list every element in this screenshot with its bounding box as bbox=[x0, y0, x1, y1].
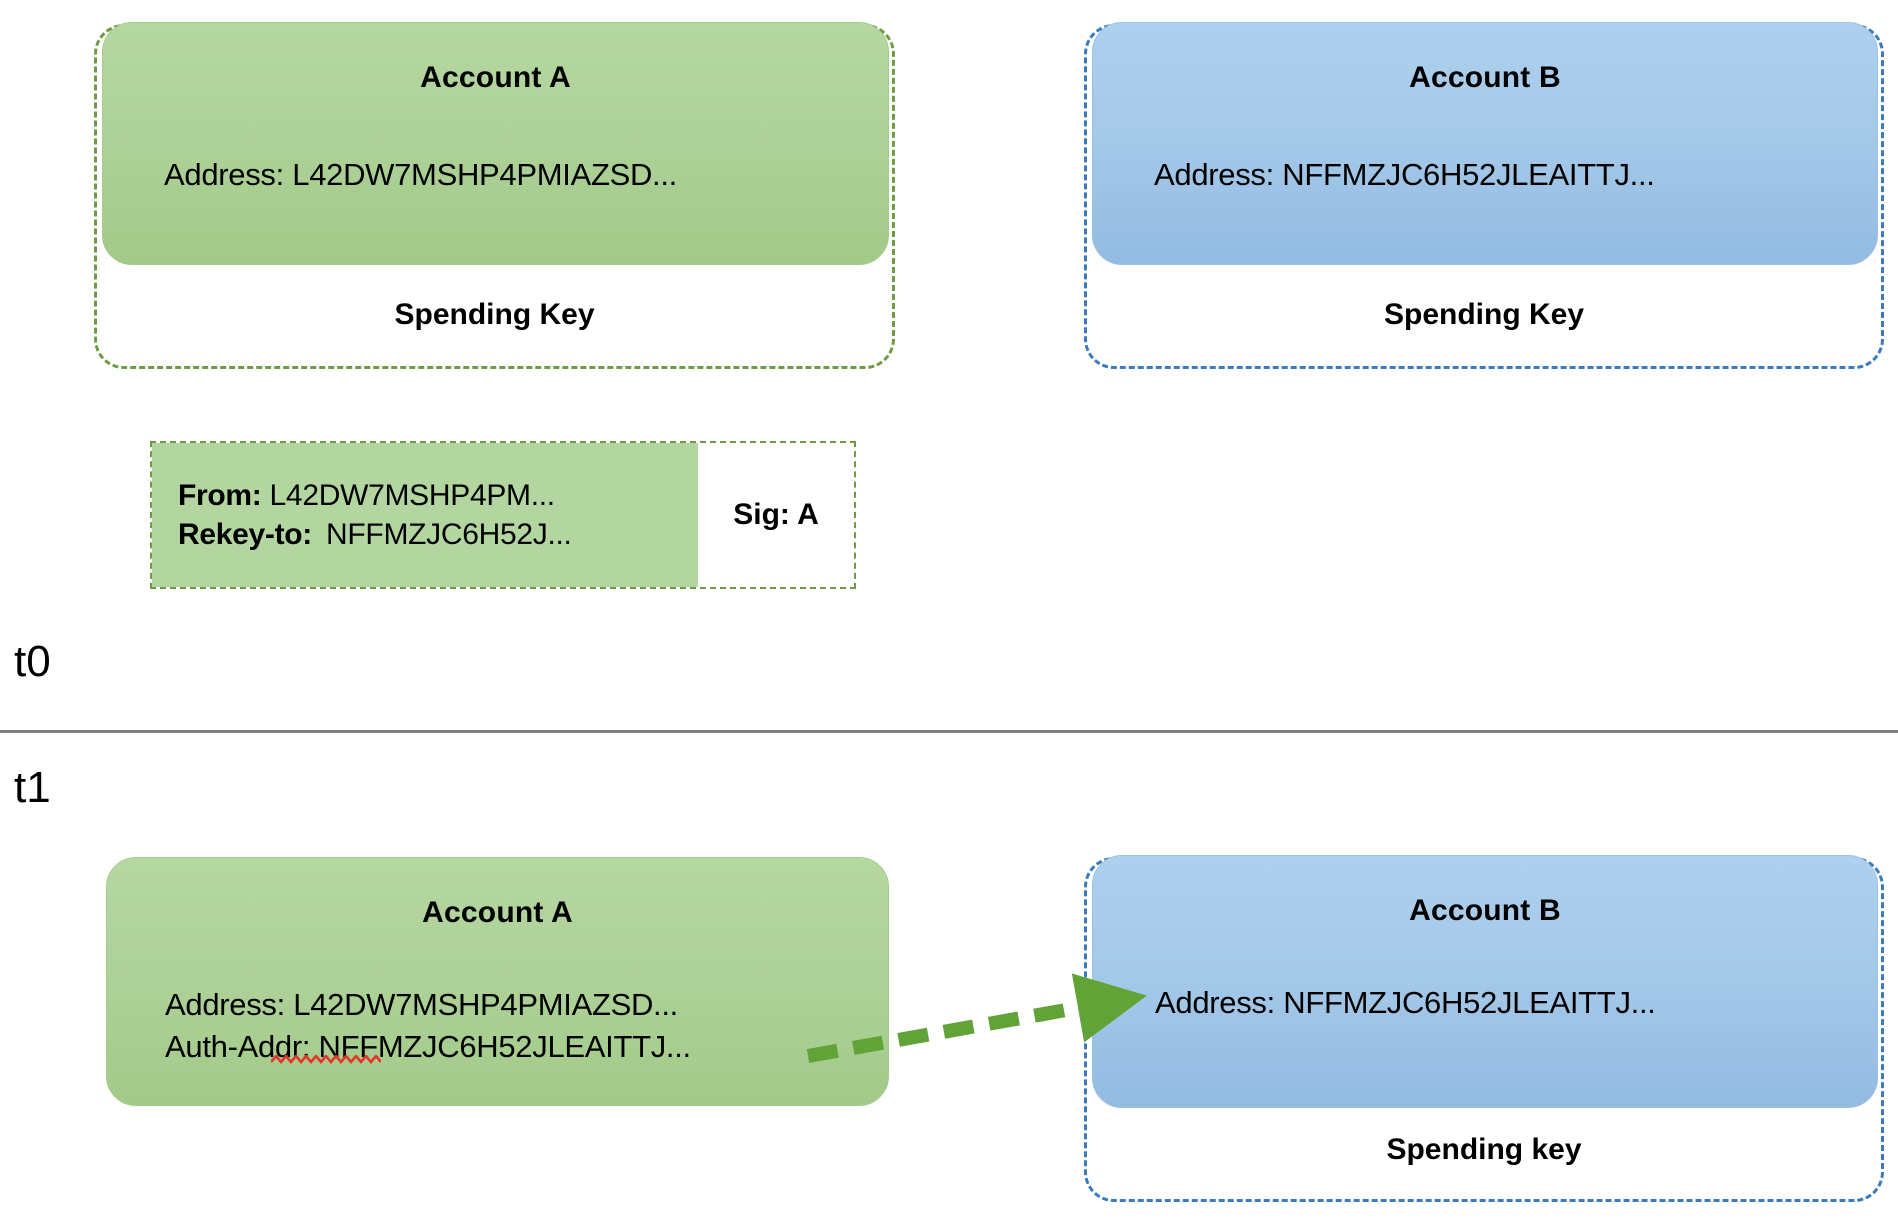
t0-account-b-spending-key: Spending Key bbox=[1383, 298, 1585, 331]
t1-account-a-auth-addr-line: Auth-Addr: NFFMZJC6H52JLEAITTJ... bbox=[165, 1028, 691, 1066]
timeline-divider bbox=[0, 730, 1898, 733]
t0-account-b-card: Account B Address: NFFMZJC6H52JLEAITTJ..… bbox=[1092, 22, 1878, 265]
t1-account-b-title: Account B bbox=[1409, 894, 1561, 927]
t0-rekey-transaction: From: L42DW7MSHP4PM... Rekey-to: NFFMZJC… bbox=[150, 441, 856, 589]
t0-transaction-body: From: L42DW7MSHP4PM... Rekey-to: NFFMZJC… bbox=[152, 443, 698, 587]
t1-account-b-spending-key: Spending key bbox=[1386, 1133, 1582, 1166]
t1-account-a-card: Account A Address: L42DW7MSHP4PMIAZSD...… bbox=[106, 857, 889, 1106]
t0-transaction-from-label: From: bbox=[178, 479, 262, 512]
t1-account-a-auth-addr-label: Auth-Addr: bbox=[165, 1029, 311, 1064]
t0-account-b-title: Account B bbox=[1409, 61, 1561, 94]
t0-account-b-address: Address: NFFMZJC6H52JLEAITTJ... bbox=[1154, 157, 1655, 192]
t0-transaction-from-line: From: L42DW7MSHP4PM... bbox=[178, 476, 698, 515]
t0-transaction-rekey-line: Rekey-to: NFFMZJC6H52J... bbox=[178, 515, 698, 554]
t0-transaction-signature: Sig: A bbox=[698, 443, 854, 587]
t1-account-a-address: Address: L42DW7MSHP4PMIAZSD... bbox=[165, 987, 678, 1022]
t1-account-a-auth-addr-value: NFFMZJC6H52JLEAITTJ... bbox=[318, 1029, 692, 1064]
t1-account-a-title: Account A bbox=[422, 896, 573, 929]
t0-transaction-rekey-label: Rekey-to: bbox=[178, 518, 312, 551]
time-label-t0: t0 bbox=[14, 637, 51, 686]
t0-account-a-card: Account A Address: L42DW7MSHP4PMIAZSD... bbox=[102, 22, 889, 265]
time-label-t1: t1 bbox=[14, 763, 51, 812]
t1-account-b-card: Account B Address: NFFMZJC6H52JLEAITTJ..… bbox=[1092, 855, 1878, 1108]
t0-account-a-title: Account A bbox=[420, 61, 571, 94]
t0-transaction-rekey-value: NFFMZJC6H52J... bbox=[326, 518, 572, 551]
t0-transaction-from-value: L42DW7MSHP4PM... bbox=[269, 479, 556, 512]
t1-account-b-address: Address: NFFMZJC6H52JLEAITTJ... bbox=[1155, 985, 1656, 1020]
t0-account-a-spending-key: Spending Key bbox=[394, 298, 595, 331]
t0-account-a-address: Address: L42DW7MSHP4PMIAZSD... bbox=[164, 157, 677, 192]
